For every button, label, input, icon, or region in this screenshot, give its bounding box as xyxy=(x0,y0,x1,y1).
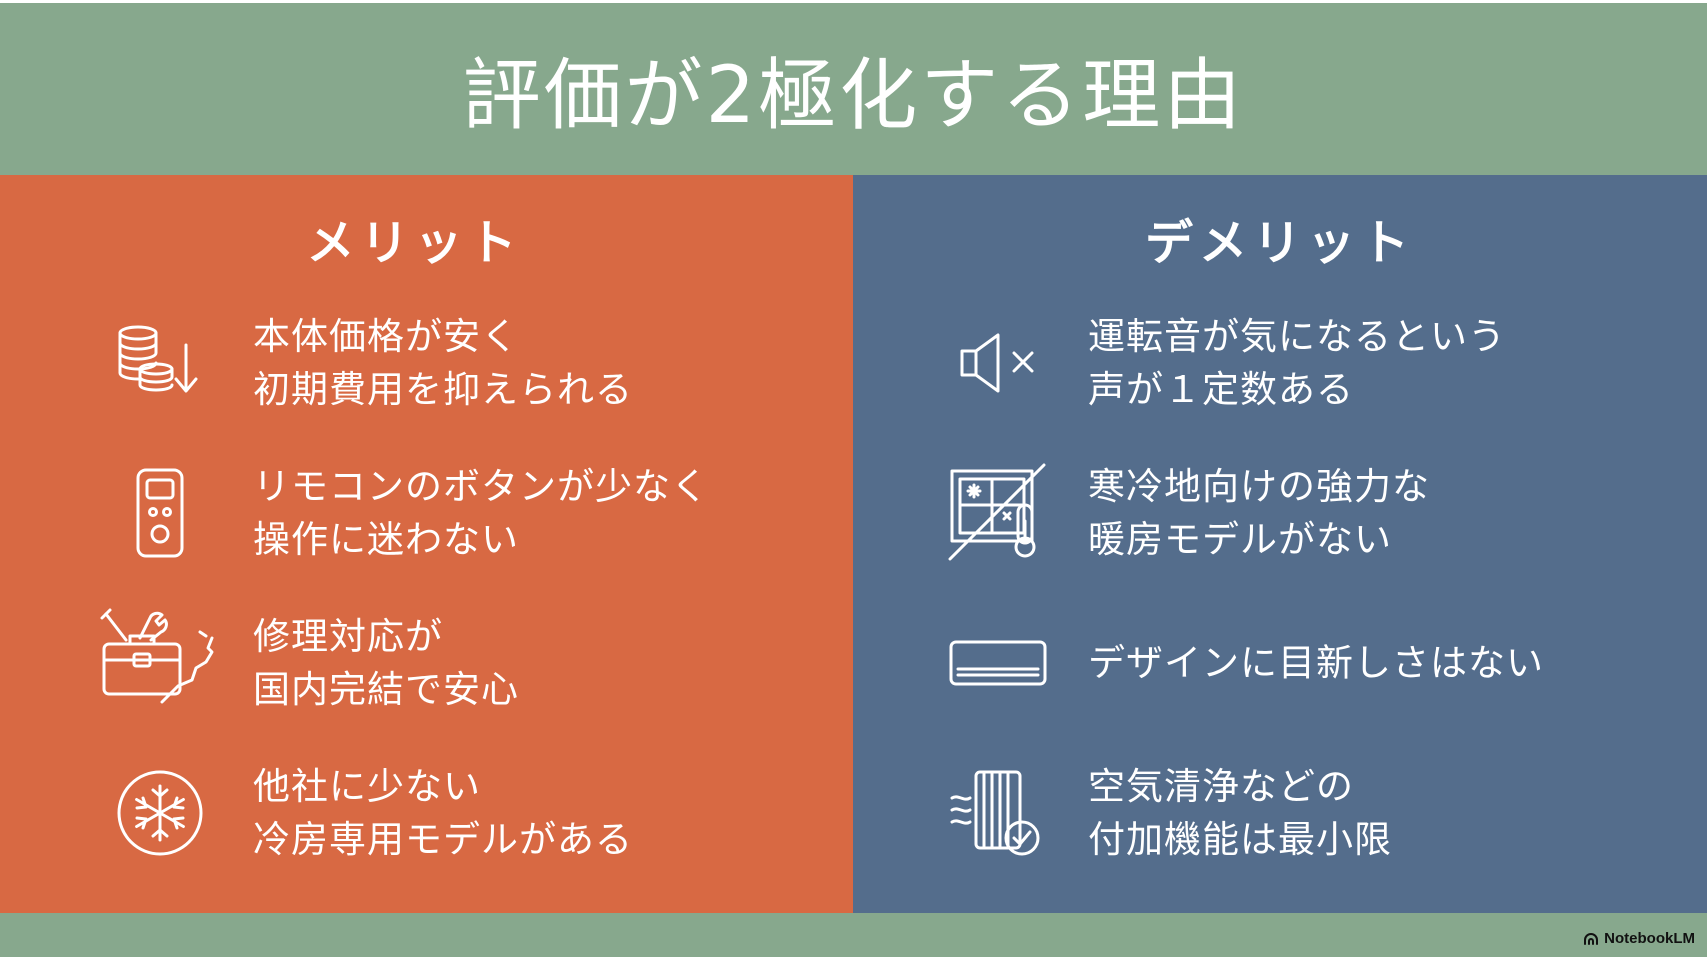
brand-label: NotebookLM xyxy=(1604,930,1695,947)
remote-control-icon xyxy=(100,458,220,568)
merit-item-price: 本体価格が安く 初期費用を抑えられる xyxy=(0,308,853,418)
merit-panel: メリット 本体価格が安く 初期費用を抑えられる xyxy=(0,175,853,913)
merit-heading: メリット xyxy=(306,215,523,271)
demerit-item-design: デザインに目新しさはない xyxy=(853,608,1707,718)
notebooklm-logo-icon xyxy=(1584,932,1599,945)
demerit-heading: デメリット xyxy=(1144,215,1415,271)
toolbox-japan-icon xyxy=(100,608,220,718)
demerit-text: 運転音が気になるという 声が１定数ある xyxy=(1088,315,1506,411)
air-conditioner-icon xyxy=(938,608,1058,718)
demerit-item-heating: 寒冷地向けの強力な 暖房モデルがない xyxy=(853,458,1707,568)
merit-text: 他社に少ない 冷房専用モデルがある xyxy=(253,765,633,861)
demerit-text: 寒冷地向けの強力な 暖房モデルがない xyxy=(1088,465,1430,561)
speaker-mute-icon xyxy=(938,308,1058,418)
demerit-panel: デメリット 運転音が気になるという 声が１定数ある xyxy=(853,175,1707,913)
notebooklm-badge: NotebookLM xyxy=(1583,930,1695,947)
demerit-item-noise: 運転音が気になるという 声が１定数ある xyxy=(853,308,1707,418)
demerit-text: デザインに目新しさはない xyxy=(1088,641,1544,685)
demerit-text: 空気清浄などの 付加機能は最小限 xyxy=(1088,765,1392,861)
merit-item-remote: リモコンのボタンが少なく 操作に迷わない xyxy=(0,458,853,568)
slide: 評価が2極化する理由 メリット 本体価格が安く xyxy=(0,3,1707,957)
slide-title: 評価が2極化する理由 xyxy=(462,51,1245,141)
coins-down-icon xyxy=(100,308,220,418)
merit-text: リモコンのボタンが少なく 操作に迷わない xyxy=(253,465,709,561)
merit-item-cooling: 他社に少ない 冷房専用モデルがある xyxy=(0,758,853,868)
merit-text: 修理対応が 国内完結で安心 xyxy=(253,615,519,711)
merit-item-repair: 修理対応が 国内完結で安心 xyxy=(0,608,853,718)
merit-text: 本体価格が安く 初期費用を抑えられる xyxy=(253,315,633,411)
snowflake-icon xyxy=(100,758,220,868)
air-filter-check-icon xyxy=(938,758,1058,868)
demerit-item-features: 空気清浄などの 付加機能は最小限 xyxy=(853,758,1707,868)
cold-window-thermometer-icon xyxy=(938,458,1058,568)
